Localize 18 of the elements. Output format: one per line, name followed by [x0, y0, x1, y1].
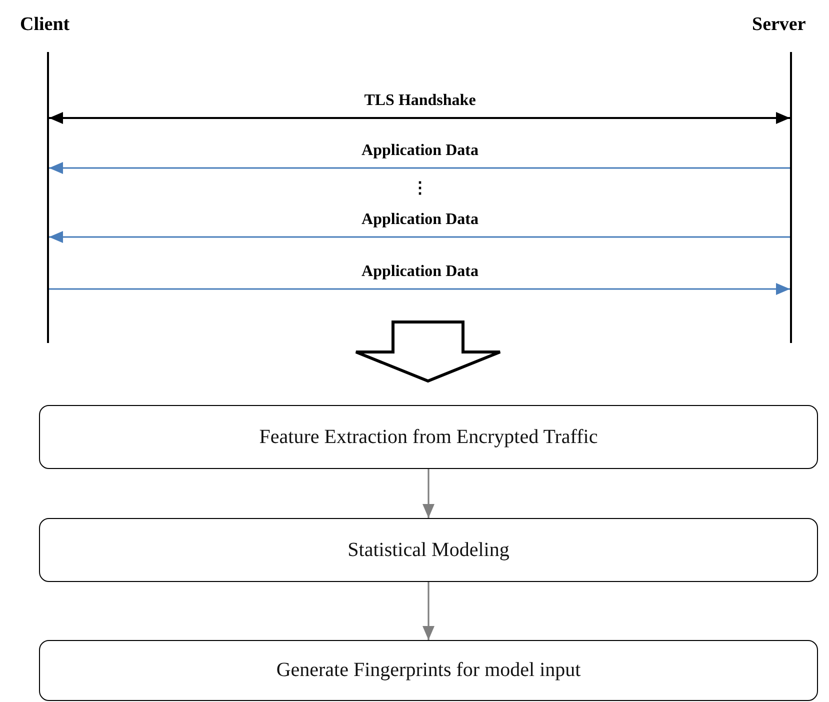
participant-label: Client [20, 14, 70, 36]
arrow [422, 469, 434, 518]
arrow [49, 283, 790, 295]
arrow [49, 231, 790, 243]
block-arrow [354, 320, 502, 383]
process-box: Generate Fingerprints for model input [39, 640, 818, 701]
edge-label: Application Data [360, 211, 480, 229]
arrow [49, 112, 790, 124]
lifeline [790, 52, 792, 343]
lifeline [47, 52, 49, 343]
process-box: Feature Extraction from Encrypted Traffic [39, 405, 818, 469]
vertical-ellipsis: ⋮ [412, 180, 428, 198]
participant-label: Server [752, 14, 806, 36]
arrow [422, 582, 434, 640]
edge-label: Application Data [360, 142, 480, 160]
arrow [49, 162, 790, 174]
edge-label: Application Data [360, 263, 480, 281]
process-box: Statistical Modeling [39, 518, 818, 582]
